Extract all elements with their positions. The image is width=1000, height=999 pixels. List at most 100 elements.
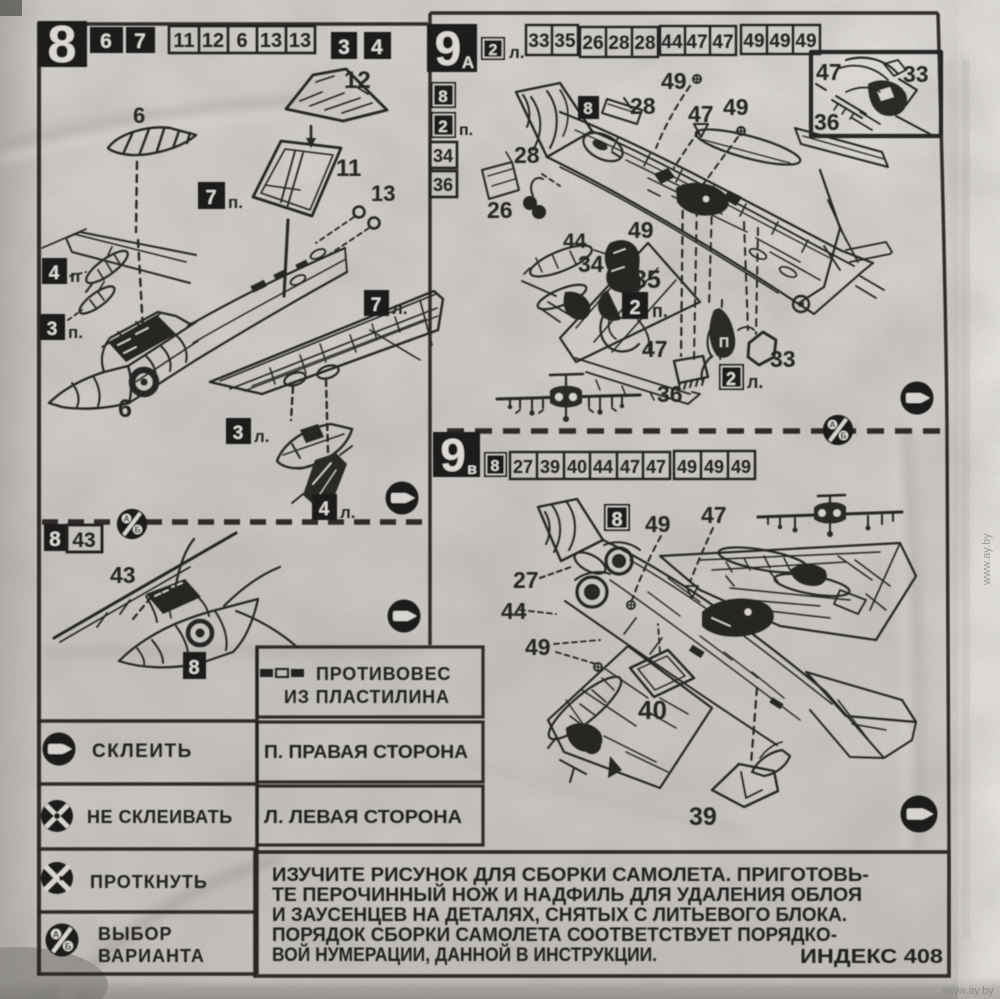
svg-text:п.: п. <box>68 323 83 342</box>
svg-text:СКЛЕИТЬ: СКЛЕИТЬ <box>92 741 193 762</box>
svg-text:27: 27 <box>513 457 533 477</box>
svg-text:13: 13 <box>289 30 311 52</box>
svg-text:43: 43 <box>72 529 95 552</box>
svg-text:2: 2 <box>726 369 736 389</box>
svg-text:8: 8 <box>611 509 622 531</box>
svg-text:49: 49 <box>525 634 551 660</box>
svg-text:40: 40 <box>638 695 667 725</box>
svg-text:www.ay.by: www.ay.by <box>941 985 994 997</box>
svg-text:8: 8 <box>438 87 447 106</box>
svg-text:2: 2 <box>629 297 640 319</box>
svg-text:49: 49 <box>723 94 749 120</box>
svg-text:43: 43 <box>110 562 136 588</box>
svg-text:ПОРЯДОК СБОРКИ САМОЛЕТА СООТВЕ: ПОРЯДОК СБОРКИ САМОЛЕТА СООТВЕТСТВУЕТ ПО… <box>272 925 837 946</box>
svg-text:28: 28 <box>514 142 540 168</box>
svg-text:49: 49 <box>628 217 654 243</box>
svg-text:ИНДЕКС 408: ИНДЕКС 408 <box>800 946 943 968</box>
svg-text:49: 49 <box>743 31 764 52</box>
svg-text:26: 26 <box>582 33 603 54</box>
svg-text:2: 2 <box>438 117 447 136</box>
svg-text:47: 47 <box>642 336 668 362</box>
svg-text:л.: л. <box>254 427 270 446</box>
svg-text:ВАРИАНТА: ВАРИАНТА <box>98 946 205 966</box>
svg-text:12: 12 <box>202 30 224 52</box>
svg-text:www.ay.by: www.ay.by <box>981 533 993 586</box>
svg-text:47: 47 <box>712 32 733 53</box>
svg-text:40: 40 <box>567 457 587 477</box>
svg-text:6: 6 <box>118 395 132 423</box>
svg-text:8: 8 <box>49 528 61 551</box>
svg-text:ТЕ ПЕРОЧИННЫЙ НОЖ И НАДФИЛЬ ДЛ: ТЕ ПЕРОЧИННЫЙ НОЖ И НАДФИЛЬ ДЛЯ УДАЛЕНИЯ… <box>272 884 862 906</box>
svg-text:л.: л. <box>747 372 763 392</box>
svg-text:27: 27 <box>513 567 539 593</box>
svg-text:49: 49 <box>704 457 724 477</box>
svg-text:49: 49 <box>661 68 687 94</box>
svg-text:6: 6 <box>236 30 247 52</box>
svg-text:л.: л. <box>340 503 356 522</box>
svg-text:9: 9 <box>435 23 462 76</box>
svg-text:44: 44 <box>661 32 683 53</box>
svg-text:35: 35 <box>633 266 661 294</box>
svg-text:47: 47 <box>816 59 842 85</box>
svg-text:П. ПРАВАЯ СТОРОНА: П. ПРАВАЯ СТОРОНА <box>264 742 468 762</box>
svg-text:11: 11 <box>336 155 361 182</box>
svg-text:47: 47 <box>646 457 666 477</box>
svg-text:47: 47 <box>686 32 707 53</box>
svg-text:ИЗУЧИТЕ РИСУНОК ДЛЯ СБОРКИ САМ: ИЗУЧИТЕ РИСУНОК ДЛЯ СБОРКИ САМОЛЕТА. ПРИ… <box>272 865 869 886</box>
svg-text:13: 13 <box>260 30 282 52</box>
svg-text:ПРОТИВОВЕС: ПРОТИВОВЕС <box>316 664 451 684</box>
svg-text:49: 49 <box>769 31 790 52</box>
svg-text:35: 35 <box>554 31 576 52</box>
svg-text:9: 9 <box>440 429 466 481</box>
svg-text:34: 34 <box>578 251 604 277</box>
svg-text:Л. ЛЕВАЯ СТОРОНА: Л. ЛЕВАЯ СТОРОНА <box>264 807 462 827</box>
svg-text:И ЗАУСЕНЦЕВ НА ДЕТАЛЯХ, СНЯТЫХ: И ЗАУСЕНЦЕВ НА ДЕТАЛЯХ, СНЯТЫХ С ЛИТЬЕВО… <box>272 905 847 926</box>
svg-text:33: 33 <box>528 31 549 52</box>
svg-text:49: 49 <box>645 511 671 537</box>
svg-text:ВОЙ НУМЕРАЦИИ, ДАННОЙ В ИНСТРУ: ВОЙ НУМЕРАЦИИ, ДАННОЙ В ИНСТРУКЦИИ. <box>272 944 657 966</box>
svg-text:6: 6 <box>133 103 145 128</box>
svg-text:44: 44 <box>593 457 613 477</box>
svg-text:4: 4 <box>371 36 383 59</box>
svg-text:49: 49 <box>795 31 816 52</box>
svg-text:7: 7 <box>205 187 216 209</box>
svg-text:2: 2 <box>489 42 498 59</box>
svg-text:33: 33 <box>770 346 796 372</box>
svg-text:28: 28 <box>634 33 655 54</box>
svg-text:п: п <box>70 267 80 286</box>
svg-text:п.: п. <box>459 122 473 139</box>
svg-text:49: 49 <box>731 457 751 477</box>
svg-text:39: 39 <box>540 457 560 477</box>
svg-text:3: 3 <box>47 319 58 340</box>
svg-text:12: 12 <box>344 67 371 94</box>
svg-text:6: 6 <box>100 30 112 53</box>
svg-text:ИЗ ПЛАСТИЛИНА: ИЗ ПЛАСТИЛИНА <box>284 687 450 707</box>
svg-text:8: 8 <box>188 657 199 679</box>
svg-text:П: П <box>719 334 729 350</box>
svg-text:л.: л. <box>392 299 408 318</box>
svg-text:3: 3 <box>338 36 350 59</box>
svg-text:36: 36 <box>814 109 840 135</box>
svg-text:НЕ СКЛЕИВАТЬ: НЕ СКЛЕИВАТЬ <box>87 807 233 827</box>
svg-text:36: 36 <box>657 381 683 407</box>
svg-text:13: 13 <box>371 181 395 206</box>
svg-text:3: 3 <box>233 423 244 444</box>
svg-text:А: А <box>462 53 474 72</box>
svg-text:44: 44 <box>501 598 527 624</box>
svg-text:47: 47 <box>620 457 640 477</box>
svg-text:7: 7 <box>134 30 146 53</box>
svg-text:49: 49 <box>677 457 697 477</box>
svg-text:п.: п. <box>652 301 668 321</box>
svg-text:47: 47 <box>688 101 714 127</box>
svg-text:4: 4 <box>319 499 330 520</box>
svg-text:39: 39 <box>689 803 717 831</box>
svg-text:8: 8 <box>48 16 77 74</box>
svg-text:п.: п. <box>228 193 243 212</box>
svg-text:8: 8 <box>583 99 592 118</box>
svg-text:36: 36 <box>433 175 453 195</box>
svg-text:28: 28 <box>608 33 629 54</box>
svg-text:26: 26 <box>487 197 513 223</box>
svg-text:8: 8 <box>491 458 500 475</box>
svg-text:33: 33 <box>903 61 929 87</box>
svg-text:в: в <box>467 461 477 478</box>
